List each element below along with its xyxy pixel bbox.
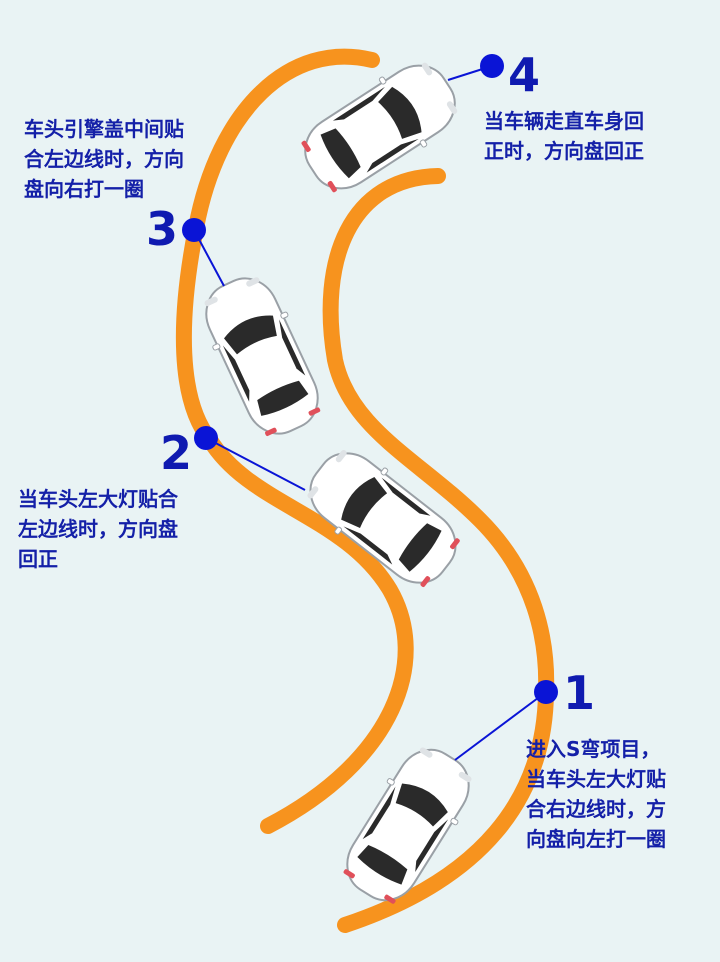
step-note-2: 当车头左大灯贴合 左边线时，方向盘 回正 <box>18 484 178 574</box>
step-note-1-line: 进入S弯项目， <box>526 737 661 761</box>
step-note-3-line: 合左边线时，方向 <box>24 147 184 171</box>
step-note-3: 车头引擎盖中间贴 合左边线时，方向 盘向右打一圈 <box>24 114 184 204</box>
step-note-2-line: 回正 <box>18 547 58 571</box>
step-note-1-line: 向盘向左打一圈 <box>526 827 666 851</box>
marker-dot-4 <box>480 54 504 78</box>
step-note-4: 当车辆走直车身回 正时，方向盘回正 <box>484 106 644 166</box>
step-number-4: 4 <box>508 48 541 102</box>
step-note-3-line: 车头引擎盖中间贴 <box>24 117 184 141</box>
step-number-1: 1 <box>563 666 596 720</box>
leader-line-1 <box>454 691 547 761</box>
step-note-2-line: 当车头左大灯贴合 <box>18 487 178 511</box>
leader-line-2 <box>205 437 306 491</box>
step-number-2: 2 <box>160 426 193 480</box>
step-note-1-line: 合右边线时，方 <box>526 797 666 821</box>
step-note-2-line: 左边线时，方向盘 <box>18 517 178 541</box>
marker-dot-3 <box>182 218 206 242</box>
marker-dot-2 <box>194 426 218 450</box>
step-number-3: 3 <box>146 202 179 256</box>
road-right-edge <box>322 168 555 933</box>
step-note-1: 进入S弯项目， 当车头左大灯贴 合右边线时，方 向盘向左打一圈 <box>526 734 666 854</box>
marker-dot-1 <box>534 680 558 704</box>
step-note-3-line: 盘向右打一圈 <box>24 177 144 201</box>
car-middle-upper <box>190 265 334 447</box>
step-note-4-line: 正时，方向盘回正 <box>484 139 644 163</box>
step-note-1-line: 当车头左大灯贴 <box>526 767 666 791</box>
step-note-4-line: 当车辆走直车身回 <box>484 109 644 133</box>
